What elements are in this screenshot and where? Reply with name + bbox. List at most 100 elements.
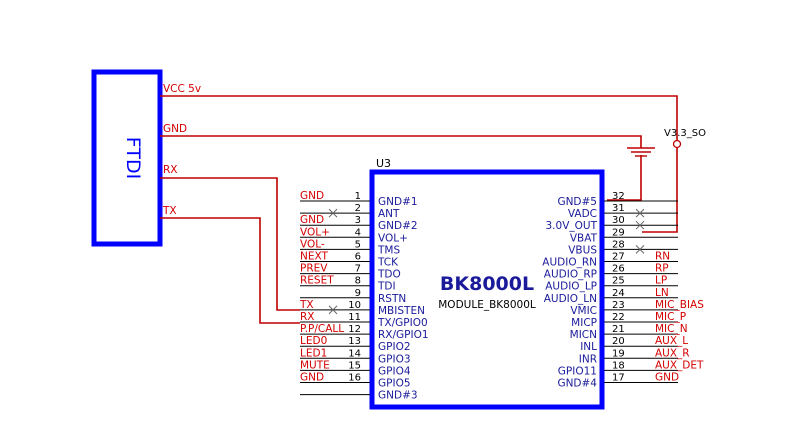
- left-pin-1: 1 GND#1 GND: [300, 190, 418, 208]
- net-label: LN: [655, 287, 669, 299]
- pin-name: GND#3: [378, 390, 418, 402]
- ic-module-name: MODULE_BK8000L: [438, 299, 536, 311]
- ic-body: [369, 169, 605, 410]
- net-label: MUTE: [300, 359, 330, 371]
- ftdi-module-box: [91, 69, 163, 247]
- pin-number: 30: [612, 215, 625, 226]
- ftdi-net-tx: TX: [162, 205, 177, 217]
- pin-number: 3: [355, 215, 361, 226]
- pin-number: 6: [355, 252, 361, 263]
- net-label: GND: [300, 214, 324, 226]
- wire-gnd5: [607, 155, 642, 201]
- ground-symbol: [627, 147, 655, 157]
- pin-number: 21: [612, 324, 625, 335]
- ftdi-label: FTDI: [122, 137, 144, 179]
- pin-name: INL: [580, 341, 597, 353]
- pin-name: ANT: [378, 208, 400, 220]
- pin-name: GPIO2: [378, 341, 411, 353]
- pin-number: 15: [348, 360, 361, 371]
- pin-name: AUDIO_RP: [544, 269, 597, 281]
- pin-name: GND#1: [378, 196, 418, 208]
- supply-label: V3.3_SO: [664, 128, 706, 139]
- pin-name: TX/GPIO0: [377, 317, 428, 329]
- left-pin-extra: GND#3: [300, 390, 418, 402]
- net-label: RESET: [300, 275, 334, 287]
- net-label: NEXT: [300, 251, 328, 263]
- net-label: AUX_L: [655, 335, 688, 347]
- pin-number: 8: [355, 276, 361, 287]
- pin-name: MICP: [571, 317, 597, 329]
- pin-number: 16: [348, 373, 361, 384]
- pin-number: 18: [612, 360, 625, 371]
- net-label: VOL-: [300, 238, 325, 250]
- no-connect-mark: [328, 305, 338, 315]
- net-label: AUX_R: [655, 347, 690, 359]
- pin-name: 3.0V_OUT: [546, 220, 598, 232]
- pin-number: 20: [612, 336, 625, 347]
- net-label: MIC_N: [655, 323, 688, 335]
- net-label: GND: [300, 372, 324, 384]
- right-pin-30: 30 3.0V_OUT: [546, 215, 678, 232]
- right-pin-20: 20 INL AUX_L: [580, 335, 688, 353]
- net-label: TX: [299, 299, 314, 311]
- net-label: LED1: [300, 347, 327, 359]
- pin-name: GPIO4: [378, 365, 411, 377]
- ic-ref: U3: [376, 157, 391, 170]
- pin-number: 26: [612, 264, 625, 275]
- pin-number: 4: [355, 227, 361, 238]
- pin-name: TMS: [377, 244, 400, 256]
- pin-name: VADC: [568, 208, 597, 220]
- net-label: RP: [655, 263, 669, 275]
- left-pin-8: 8 TDI RESET: [300, 275, 396, 293]
- pin-number: 1: [355, 191, 361, 202]
- wire-rx: [160, 177, 300, 311]
- pin-number: 11: [348, 312, 361, 323]
- pin-number: 28: [612, 239, 625, 250]
- pin-name: VMIC: [570, 305, 597, 317]
- net-label: AUX_DET: [655, 359, 704, 371]
- pin-name: INR: [579, 353, 597, 365]
- net-label: RN: [655, 251, 670, 263]
- pin-name: RSTN: [378, 293, 406, 305]
- net-label: MIC_BIAS: [655, 299, 704, 311]
- wire-gnd: [160, 135, 642, 148]
- wire-vcc: [160, 95, 678, 140]
- pin-number: 17: [612, 373, 625, 384]
- pin-number: 19: [612, 348, 625, 359]
- no-connect-mark: [328, 208, 338, 218]
- pin-name: VOL+: [378, 232, 408, 244]
- pin-name: GND#4: [557, 378, 597, 390]
- pin-name: GPIO5: [378, 378, 411, 390]
- pin-number: 12: [348, 324, 361, 335]
- pin-number: 13: [348, 336, 361, 347]
- pin-number: 24: [612, 288, 625, 299]
- right-pin-group: 32GND#531VADC303.0V_OUT29VBAT28VBUS27AUD…: [542, 191, 704, 390]
- left-pin-11: 11 TX/GPIO0 RX: [300, 311, 428, 329]
- pin-name: AUDIO_RN: [542, 257, 597, 269]
- pin-number: 27: [612, 252, 625, 263]
- pin-name: TDI: [377, 281, 396, 293]
- net-label: RX: [300, 311, 315, 323]
- pin-number: 22: [612, 312, 625, 323]
- pin-number: 2: [355, 203, 361, 214]
- net-label: P.P/CALL: [300, 323, 344, 335]
- net-label: LP: [655, 275, 667, 287]
- right-pin-27: 27 AUDIO_RN RN: [542, 251, 678, 269]
- net-label: GND: [300, 190, 324, 202]
- ftdi-net-gnd: GND: [163, 123, 187, 135]
- net-label: PREV: [300, 263, 328, 275]
- left-pin-16: 16 GPIO5 GND: [300, 372, 411, 390]
- pin-number: 32: [612, 191, 625, 202]
